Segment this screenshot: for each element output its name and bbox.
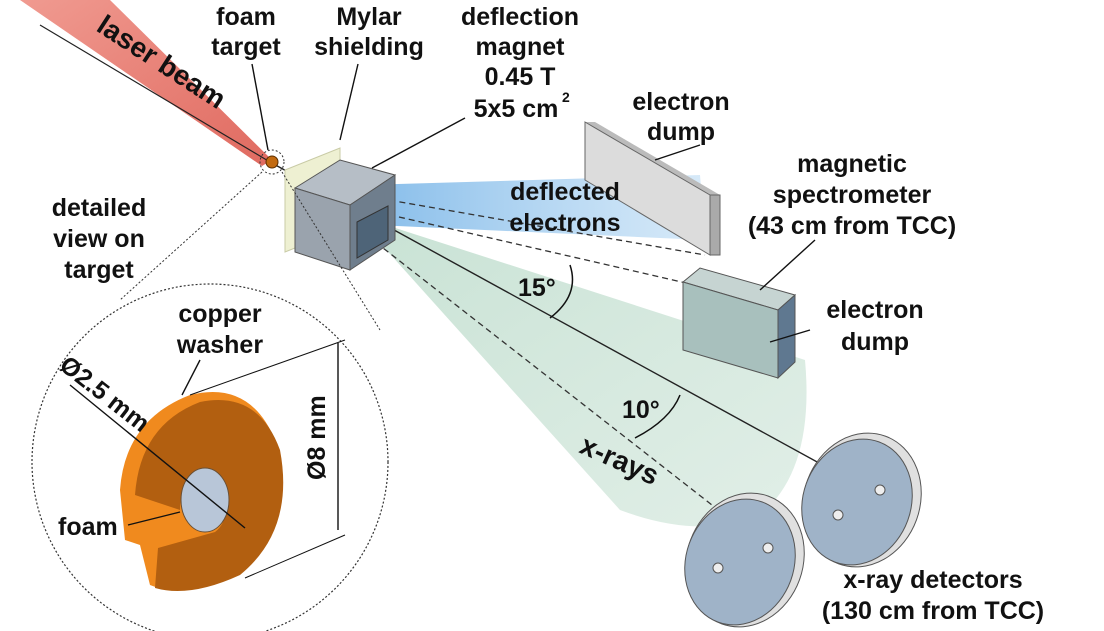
label-spectrometer-1: magnetic [797, 150, 907, 178]
xray-cone [355, 215, 807, 527]
label-magnet-2: magnet [476, 33, 566, 61]
label-dump-side-1: electron [826, 296, 923, 324]
label-magnet-4: 5x5 cm [474, 95, 559, 123]
angle-arc-10 [634, 394, 681, 439]
label-outer-diameter: Ø8 mm [303, 395, 331, 480]
xray-detector-2 [801, 432, 922, 568]
label-angle-15: 15° [518, 274, 556, 302]
label-detailed-1: detailed [52, 194, 146, 222]
dim-line-hole [69, 384, 246, 529]
leader-foam-target [251, 63, 269, 151]
leader-dump-top [654, 144, 701, 161]
label-magnet-1: deflection [461, 3, 579, 31]
leader-magnet [371, 117, 466, 169]
label-magnet-sup: 2 [562, 89, 570, 105]
dashed-line-electrons [359, 194, 706, 256]
angle-arc-15 [549, 264, 574, 319]
magnetic-spectrometer [681, 267, 797, 380]
label-detectors-1: x-ray detectors [843, 566, 1022, 594]
label-spectrometer-3: (43 cm from TCC) [748, 212, 956, 240]
label-copper-1: copper [178, 300, 262, 328]
laser-beam-cone [20, 0, 272, 166]
leader-dump-side [769, 329, 811, 343]
ext-line-2 [244, 534, 346, 579]
xray-detector-1 [684, 492, 805, 628]
label-detailed-2: view on [53, 225, 145, 253]
label-dump-top-1: electron [632, 88, 729, 116]
electron-dump-top [584, 121, 721, 256]
label-deflected-1: deflected [510, 178, 620, 206]
label-detectors-2: (130 cm from TCC) [822, 597, 1044, 625]
foam-disc [180, 467, 230, 533]
label-spectrometer-2: spectrometer [773, 181, 932, 209]
leader-spectrometer [759, 239, 816, 291]
label-copper-2: washer [176, 331, 263, 359]
label-foam-target-2: target [211, 33, 281, 61]
leader-foam [127, 511, 181, 526]
label-deflected-2: electrons [509, 209, 620, 237]
label-mylar-1: Mylar [336, 3, 402, 31]
label-mylar-2: shielding [314, 33, 424, 61]
leader-washer [181, 359, 201, 396]
label-foam-target-1: foam [216, 3, 276, 31]
dashed-line-xray [359, 229, 713, 506]
label-angle-10: 10° [622, 396, 660, 424]
laser-axis [39, 24, 271, 163]
label-foam: foam [58, 513, 118, 541]
label-dump-top-2: dump [647, 118, 715, 146]
label-dump-side-2: dump [841, 328, 909, 356]
label-detailed-3: target [64, 256, 134, 284]
ext-line-1 [189, 339, 346, 396]
detail-circle-small [259, 149, 285, 175]
label-magnet-3: 0.45 T [485, 63, 556, 91]
foam-target [265, 155, 279, 169]
deflection-magnet [293, 159, 397, 271]
leader-mylar [339, 63, 359, 141]
